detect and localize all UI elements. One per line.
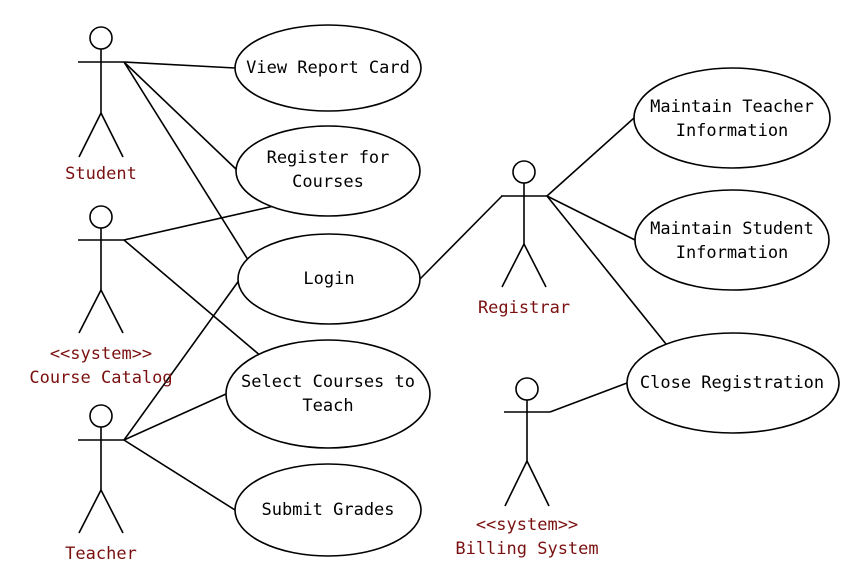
association-line-student-to-register-for-courses — [123, 61, 239, 172]
use-case-register-for-courses-ellipse — [235, 125, 421, 217]
use-case-maintain-teacher-ellipse — [633, 67, 831, 169]
actor-student-right-leg — [100, 112, 124, 158]
actor-course-catalog-label: Course Catalog — [29, 368, 173, 388]
use-case-close-registration-line-1: Close Registration — [639, 373, 825, 393]
actor-registrar-label: Registrar — [477, 298, 571, 318]
use-case-maintain-student-line-2: Information — [675, 243, 789, 263]
use-case-register-for-courses-line-1: Register for — [266, 148, 390, 168]
actor-billing-system-left-leg — [504, 460, 528, 507]
actor-student-label: Student — [65, 164, 137, 184]
association-line-registrar-to-maintain-teacher — [546, 117, 635, 197]
use-case-login-ellipse — [237, 233, 421, 325]
actor-course-catalog-head — [89, 205, 113, 229]
use-case-maintain-student-line-1: Maintain Student — [650, 219, 814, 239]
actor-registrar-left-leg — [501, 243, 525, 288]
association-line-course-catalog-to-select-courses — [123, 239, 263, 358]
use-case-select-courses-ellipse — [225, 339, 431, 449]
actor-billing-system-head — [515, 377, 539, 401]
actor-billing-system-right-leg — [526, 460, 550, 507]
association-line-student-to-view-report-card — [123, 61, 236, 69]
use-case-maintain-teacher-line-2: Information — [675, 121, 789, 141]
association-line-teacher-to-select-courses — [123, 393, 227, 441]
use-case-select-courses-line-1: Select Courses to — [241, 372, 415, 392]
actor-registrar-head — [512, 160, 536, 184]
use-case-view-report-card-line-1: View Report Card — [246, 58, 410, 78]
use-case-submit-grades-line-1: Submit Grades — [261, 500, 395, 520]
actor-teacher-right-leg — [100, 489, 124, 534]
actor-billing-system-label: Billing System — [455, 539, 599, 559]
association-line-student-to-login — [123, 61, 261, 280]
association-line-registrar-to-login — [419, 195, 503, 280]
use-case-maintain-teacher-line-1: Maintain Teacher — [650, 97, 814, 117]
actor-teacher-label: Teacher — [65, 544, 137, 564]
actor-course-catalog-right-leg — [100, 289, 124, 334]
use-case-maintain-student-ellipse — [634, 189, 830, 291]
actor-billing-system-stereotype: <<system>> — [475, 515, 579, 535]
association-line-course-catalog-to-register-for-courses — [123, 205, 275, 241]
use-case-submit-grades-ellipse — [234, 463, 422, 557]
actor-student-left-leg — [78, 112, 102, 158]
actor-registrar-right-leg — [523, 243, 547, 288]
actor-teacher-head — [89, 404, 113, 428]
actor-course-catalog-left-leg — [78, 289, 102, 334]
use-case-close-registration-ellipse — [626, 332, 840, 434]
association-line-teacher-to-submit-grades — [123, 439, 236, 511]
use-case-register-for-courses-line-2: Courses — [292, 172, 364, 192]
actor-course-catalog-stereotype: <<system>> — [49, 344, 153, 364]
association-line-teacher-to-login — [123, 278, 241, 441]
actor-student-head — [89, 26, 113, 50]
association-line-registrar-to-maintain-student — [546, 195, 636, 241]
use-case-login-line-1: Login — [303, 269, 355, 289]
use-case-select-courses-line-2: Teach — [302, 396, 354, 416]
actor-teacher-left-leg — [78, 489, 102, 534]
association-line-billing-system-to-close-registration — [549, 382, 628, 413]
association-line-registrar-to-close-registration — [546, 195, 667, 345]
use-case-view-report-card-ellipse — [234, 24, 422, 112]
